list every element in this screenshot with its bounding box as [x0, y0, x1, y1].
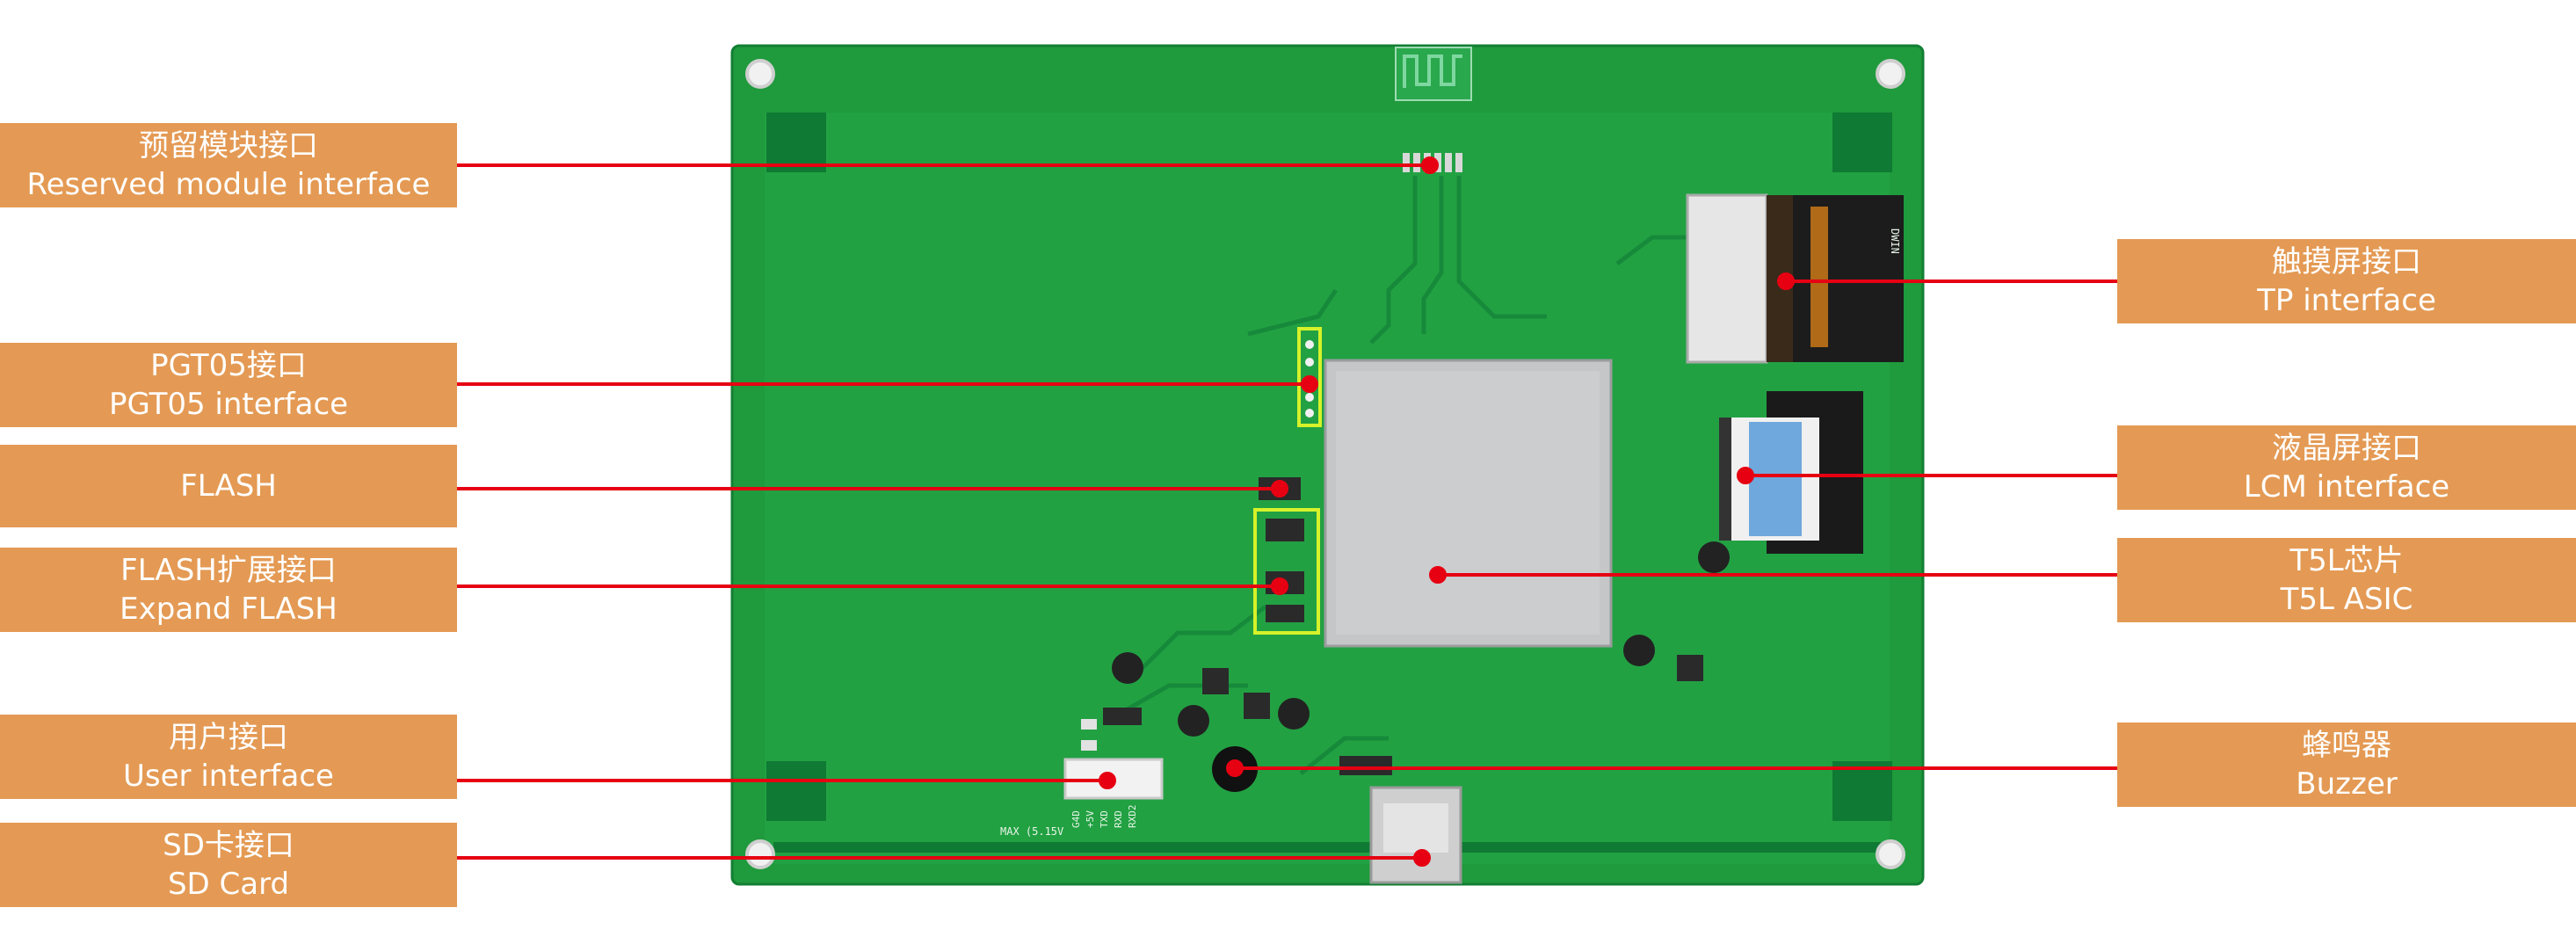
callout-zh: 预留模块接口	[139, 128, 318, 163]
pin-silkscreen: G4D +5V TXD RXD RXD2	[1070, 805, 1138, 829]
callout-en: PGT05 interface	[108, 387, 349, 422]
callout-en: TP interface	[2257, 283, 2436, 318]
callout-user-interface: 用户接口 User interface	[0, 715, 457, 799]
pin-label: RXD	[1113, 810, 1124, 828]
callout-zh: 蜂鸣器	[2302, 728, 2391, 763]
callout-zh: T5L芯片	[2289, 543, 2404, 578]
callout-t5l-asic: T5L芯片 T5L ASIC	[2117, 538, 2576, 622]
callout-sd-card: SD卡接口 SD Card	[0, 823, 457, 907]
callout-en: SD Card	[167, 867, 290, 902]
callout-buzzer: 蜂鸣器 Buzzer	[2117, 723, 2576, 807]
leader-lines	[457, 156, 2117, 867]
callout-reserved-module: 预留模块接口 Reserved module interface	[0, 123, 457, 207]
pin-label: +5V	[1085, 810, 1096, 828]
callout-lcm-interface: 液晶屏接口 LCM interface	[2117, 425, 2576, 510]
brand-silkscreen: DWIN	[1889, 229, 1901, 254]
callout-zh: SD卡接口	[163, 828, 294, 863]
pin-label: TXD	[1099, 810, 1110, 828]
callout-en: LCM interface	[2243, 469, 2450, 505]
callout-zh: PGT05接口	[150, 348, 307, 383]
callout-pgt05: PGT05接口 PGT05 interface	[0, 343, 457, 427]
callout-en: FLASH	[180, 468, 277, 504]
callout-zh: 用户接口	[169, 720, 288, 755]
callout-en: Buzzer	[2296, 766, 2398, 802]
callout-en: Reserved module interface	[26, 167, 431, 202]
callout-tp-interface: 触摸屏接口 TP interface	[2117, 239, 2576, 323]
callout-en: T5L ASIC	[2280, 582, 2413, 617]
callout-zh: 液晶屏接口	[2272, 431, 2421, 466]
callout-en: User interface	[123, 759, 334, 794]
callout-en: Expand FLASH	[120, 592, 337, 627]
mounting-holes	[745, 59, 1905, 869]
callout-zh: 触摸屏接口	[2272, 244, 2421, 280]
callout-flash: FLASH	[0, 445, 457, 527]
tp-connector	[1686, 193, 1904, 364]
sd-slot	[1369, 786, 1462, 884]
callout-flash-expand: FLASH扩展接口 Expand FLASH	[0, 548, 457, 632]
pin-label: G4D	[1070, 810, 1082, 828]
lcm-connector	[1719, 391, 1863, 554]
pin-label: RXD2	[1127, 805, 1138, 829]
callout-zh: FLASH扩展接口	[120, 553, 337, 588]
components	[1081, 541, 1730, 775]
max-voltage-silkscreen: MAX (5.15V	[1000, 825, 1063, 838]
antenna-trace	[1395, 47, 1472, 101]
